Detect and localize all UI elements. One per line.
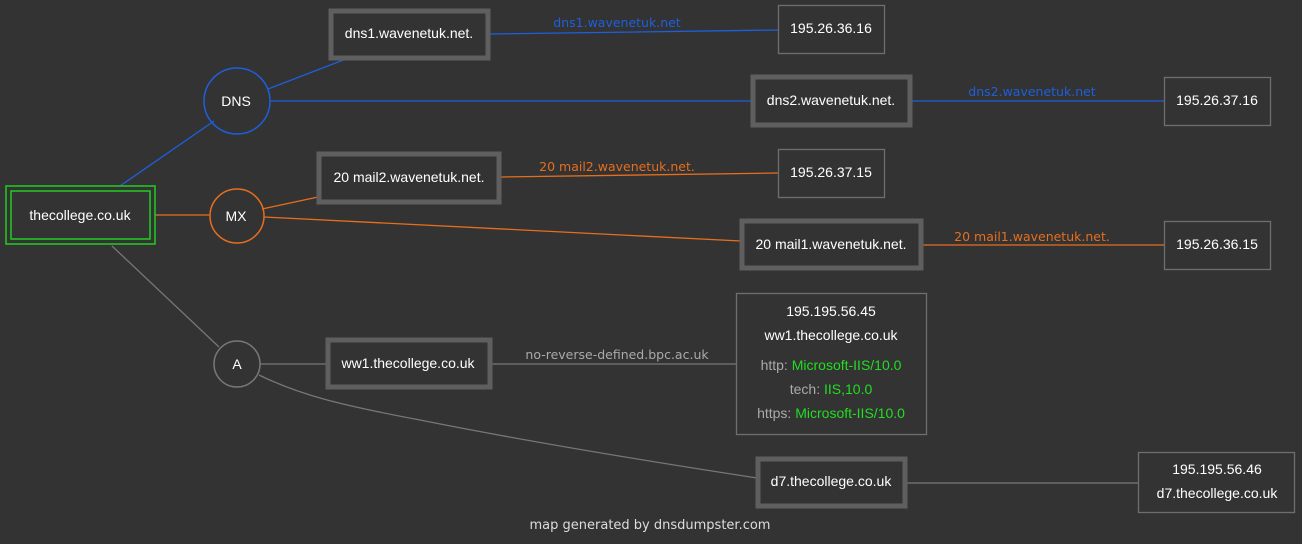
banner-https-key: https: bbox=[757, 405, 791, 421]
edge-mx1-ip bbox=[499, 172, 779, 178]
host-label-ww1: ww1.thecollege.co.uk bbox=[340, 355, 475, 371]
ip-info-ip-ww1: 195.195.56.45 bbox=[786, 303, 876, 319]
edge-dns1-ip bbox=[488, 29, 779, 35]
banner-http-value: Microsoft-IIS/10.0 bbox=[792, 357, 902, 373]
host-node-mx1[interactable]: 20 mail2.wavenetuk.net. bbox=[316, 151, 502, 205]
host-label-dns2: dns2.wavenetuk.net. bbox=[767, 92, 895, 108]
root-label: thecollege.co.uk bbox=[29, 207, 131, 223]
ip-node-mx2[interactable]: 195.26.36.15 bbox=[1163, 220, 1272, 271]
category-label-mx: MX bbox=[226, 208, 248, 224]
host-label-mx2: 20 mail1.wavenetuk.net. bbox=[756, 236, 907, 252]
ip-label-dns1: 195.26.36.16 bbox=[790, 20, 872, 36]
category-node-dns[interactable]: DNS bbox=[203, 67, 271, 135]
reverse-label-mx2: 20 mail1.wavenetuk.net. bbox=[954, 229, 1110, 244]
category-node-mx[interactable]: MX bbox=[209, 188, 265, 244]
banner-tech-value: IIS,10.0 bbox=[824, 381, 872, 397]
edge-a-host-2 bbox=[258, 374, 758, 479]
edge-root-dns bbox=[119, 120, 215, 187]
edge-labels: dns1.wavenetuk.net dns2.wavenetuk.net 20… bbox=[525, 15, 1109, 362]
footer-credit: map generated by dnsdumpster.com bbox=[530, 518, 771, 533]
host-node-mx2[interactable]: 20 mail1.wavenetuk.net. bbox=[739, 218, 924, 271]
ip-label-mx1: 195.26.37.15 bbox=[790, 164, 872, 180]
host-node-dns1[interactable]: dns1.wavenetuk.net. bbox=[328, 8, 491, 61]
banner-http: http: Microsoft-IIS/10.0 bbox=[761, 357, 902, 373]
banner-tech-key: tech: bbox=[790, 381, 820, 397]
ip-info-name-ww1: ww1.thecollege.co.uk bbox=[763, 327, 898, 343]
edges bbox=[111, 29, 1164, 484]
ip-node-dns2[interactable]: 195.26.37.16 bbox=[1163, 76, 1272, 127]
host-node-dns2[interactable]: dns2.wavenetuk.net. bbox=[750, 74, 913, 128]
ip-info-node-ww1[interactable]: 195.195.56.45 ww1.thecollege.co.uk http:… bbox=[735, 292, 928, 436]
reverse-label-dns1: dns1.wavenetuk.net bbox=[553, 15, 681, 30]
reverse-label-dns2: dns2.wavenetuk.net bbox=[968, 84, 1096, 99]
ip-label-mx2: 195.26.36.15 bbox=[1176, 236, 1258, 252]
ip-info-name-d7: d7.thecollege.co.uk bbox=[1157, 485, 1279, 501]
host-label-d7: d7.thecollege.co.uk bbox=[771, 473, 893, 489]
host-node-d7[interactable]: d7.thecollege.co.uk bbox=[755, 456, 908, 509]
host-label-dns1: dns1.wavenetuk.net. bbox=[345, 25, 473, 41]
ip-node-mx1[interactable]: 195.26.37.15 bbox=[777, 148, 886, 199]
ip-node-dns1[interactable]: 195.26.36.16 bbox=[777, 4, 886, 55]
banner-https-value: Microsoft-IIS/10.0 bbox=[795, 405, 905, 421]
banner-tech: tech: IIS,10.0 bbox=[790, 381, 873, 397]
edge-mx-host-2 bbox=[263, 216, 742, 242]
reverse-label-ww1: no-reverse-defined.bpc.ac.uk bbox=[525, 347, 709, 362]
edge-dns-host-1 bbox=[267, 58, 347, 90]
category-label-a: A bbox=[232, 356, 242, 372]
ip-info-ip-d7: 195.195.56.46 bbox=[1172, 461, 1262, 477]
category-node-a[interactable]: A bbox=[213, 340, 261, 388]
banner-http-key: http: bbox=[761, 357, 788, 373]
category-label-dns: DNS bbox=[221, 93, 251, 109]
banner-https: https: Microsoft-IIS/10.0 bbox=[757, 405, 905, 421]
root-node[interactable]: thecollege.co.uk bbox=[5, 185, 156, 245]
ip-info-node-d7[interactable]: 195.195.56.46 d7.thecollege.co.uk bbox=[1137, 451, 1296, 514]
reverse-label-mx1: 20 mail2.wavenetuk.net. bbox=[539, 159, 695, 174]
ip-label-dns2: 195.26.37.16 bbox=[1176, 92, 1258, 108]
host-node-ww1[interactable]: ww1.thecollege.co.uk bbox=[325, 337, 493, 390]
edge-mx-host-1 bbox=[261, 196, 319, 210]
edge-root-a bbox=[111, 245, 220, 348]
host-label-mx1: 20 mail2.wavenetuk.net. bbox=[334, 169, 485, 185]
